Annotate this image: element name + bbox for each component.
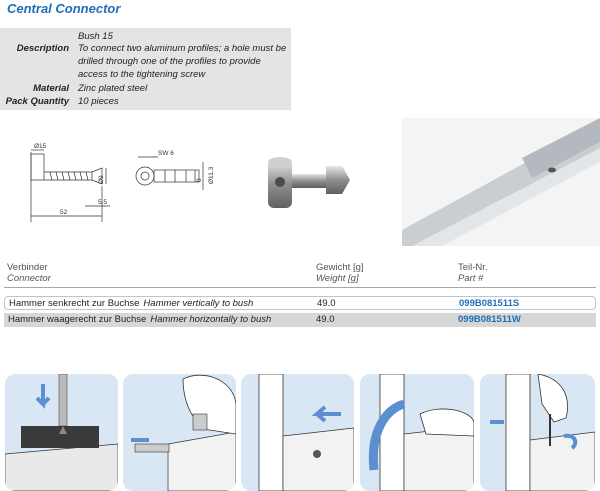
spec-box: Bush 15 Description To connect two alumi… bbox=[0, 28, 291, 110]
part-number-link[interactable]: 099B081511S bbox=[459, 298, 520, 309]
dim-label: 52 bbox=[60, 209, 68, 216]
down-arrow-icon bbox=[35, 384, 51, 409]
spec-row-description: Description To connect two aluminum prof… bbox=[0, 42, 291, 82]
spec-row-product: Bush 15 bbox=[0, 30, 291, 43]
spec-row-material: Material Zinc plated steel bbox=[0, 82, 291, 95]
spec-label: Pack Quantity bbox=[5, 96, 69, 107]
dim-label: SW 6 bbox=[158, 150, 174, 157]
spec-row-pack-quantity: Pack Quantity 10 pieces bbox=[0, 95, 291, 108]
table-header-weight: Gewicht [g] Weight [g] bbox=[316, 262, 364, 284]
assembly-step-slide-profile bbox=[241, 374, 354, 491]
profile-photo bbox=[402, 118, 600, 246]
technical-drawing: Ø15 Ø9 52 5.5 SW 6 Ø11.3 8 bbox=[30, 143, 215, 222]
dim-label: Ø11.3 bbox=[208, 166, 215, 184]
dim-label: Ø9 bbox=[98, 175, 105, 184]
table-header-connector: Verbinder Connector bbox=[7, 262, 51, 284]
dim-label: Ø15 bbox=[34, 143, 47, 150]
assembly-step-tighten bbox=[480, 374, 595, 491]
spec-value: 10 pieces bbox=[78, 96, 119, 107]
assembly-step-drill bbox=[5, 374, 118, 491]
dim-label: 8 bbox=[196, 178, 203, 182]
part-number-link[interactable]: 099B081511W bbox=[458, 314, 521, 325]
assembly-step-align bbox=[360, 374, 474, 491]
curved-arrow-icon bbox=[368, 399, 406, 471]
page-title: Central Connector bbox=[7, 1, 121, 16]
weight-cell: 49.0 bbox=[317, 298, 336, 309]
spec-value: Bush 15 bbox=[78, 31, 113, 42]
dim-label: 5.5 bbox=[98, 199, 107, 206]
connector-photo bbox=[268, 157, 350, 208]
spec-value: To connect two aluminum profiles; a hole… bbox=[78, 43, 287, 80]
spec-label: Material bbox=[33, 83, 69, 94]
assembly-step-insert-bush bbox=[123, 374, 236, 491]
left-arrow-icon bbox=[311, 405, 341, 423]
spec-label: Description bbox=[16, 43, 69, 54]
table-header-part: Teil-Nr. Part # bbox=[458, 262, 488, 284]
rotate-arrow-icon bbox=[563, 433, 578, 450]
assembly-steps bbox=[0, 374, 600, 491]
table-divider bbox=[4, 287, 596, 288]
weight-cell: 49.0 bbox=[316, 314, 335, 325]
spec-value: Zinc plated steel bbox=[78, 83, 148, 94]
